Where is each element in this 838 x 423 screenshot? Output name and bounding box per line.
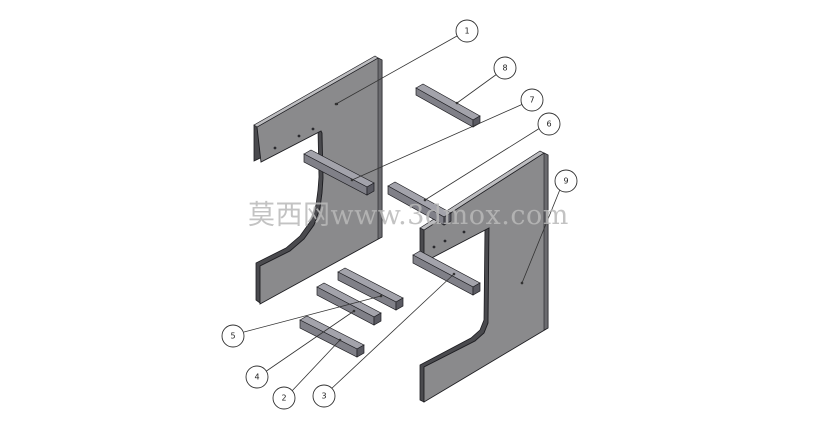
leader-3 xyxy=(329,273,455,391)
hole xyxy=(311,127,315,131)
balloon-label: 3 xyxy=(321,392,326,401)
balloon-label: 5 xyxy=(230,332,235,341)
balloon-label: 2 xyxy=(281,394,286,403)
leader-dot xyxy=(334,102,338,106)
leader-dot xyxy=(350,178,354,182)
rail-lower-right xyxy=(412,250,481,296)
rail-end xyxy=(443,212,452,226)
balloon-label: 6 xyxy=(546,120,551,129)
balloon-4: 4 xyxy=(245,365,269,389)
leader-2 xyxy=(290,339,341,393)
balloon-8: 8 xyxy=(493,56,517,80)
balloon-5: 5 xyxy=(221,324,245,348)
balloon-label: 1 xyxy=(464,27,469,36)
leader-dot xyxy=(452,272,456,276)
rail-lower-bottom xyxy=(299,315,365,358)
side-panel-left-right-edge xyxy=(377,57,383,240)
balloon-circle xyxy=(312,384,336,408)
balloon-3: 3 xyxy=(312,384,336,408)
balloon-9: 9 xyxy=(554,169,578,193)
side-panel-left xyxy=(253,55,383,305)
leader-dot xyxy=(379,294,383,298)
leader-4 xyxy=(264,310,355,373)
side-panel-right xyxy=(419,150,549,403)
rail-lower-middle xyxy=(316,282,382,326)
leader-5 xyxy=(243,295,382,333)
rail-end xyxy=(395,297,404,311)
hole xyxy=(462,230,466,234)
leader-7 xyxy=(351,103,524,181)
rail-end xyxy=(472,282,481,296)
balloon-label: 8 xyxy=(502,64,507,73)
balloon-circle xyxy=(520,88,544,112)
balloon-circle xyxy=(493,56,517,80)
balloon-label: 7 xyxy=(529,96,534,105)
balloon-label: 4 xyxy=(254,373,259,382)
leader-9 xyxy=(521,186,562,284)
balloon-circle xyxy=(554,169,578,193)
balloon-7: 7 xyxy=(520,88,544,112)
hole xyxy=(273,146,277,150)
rail-end xyxy=(373,312,382,326)
balloon-circle xyxy=(221,324,245,348)
hole xyxy=(297,134,301,138)
hole xyxy=(432,245,436,249)
balloon-circle xyxy=(272,386,296,410)
rail-end xyxy=(366,182,375,196)
balloon-circle xyxy=(245,365,269,389)
hole xyxy=(443,239,447,243)
rail-middle xyxy=(387,181,452,226)
leader-dot xyxy=(338,338,342,342)
rail-upper-right xyxy=(415,83,481,128)
balloon-1: 1 xyxy=(455,19,479,43)
balloon-label: 9 xyxy=(563,177,568,186)
rail-end xyxy=(356,344,365,358)
leader-dot xyxy=(423,198,427,202)
leader-8 xyxy=(456,73,498,104)
balloon-6: 6 xyxy=(537,112,561,136)
balloon-circle xyxy=(455,19,479,43)
leader-dot xyxy=(352,309,356,313)
leader-dot xyxy=(455,101,459,105)
leader-lines xyxy=(243,35,562,393)
rail-lower-top xyxy=(337,267,404,311)
leader-1 xyxy=(335,35,458,105)
leader-dot xyxy=(520,281,524,285)
watermark: 莫西网www.3dmox.com xyxy=(248,200,569,231)
leader-6 xyxy=(424,127,541,201)
balloon-circle xyxy=(537,112,561,136)
rail-top xyxy=(415,83,481,121)
rail-top xyxy=(412,250,481,288)
side-panel-right-right-edge xyxy=(543,152,549,331)
balloon-2: 2 xyxy=(272,386,296,410)
